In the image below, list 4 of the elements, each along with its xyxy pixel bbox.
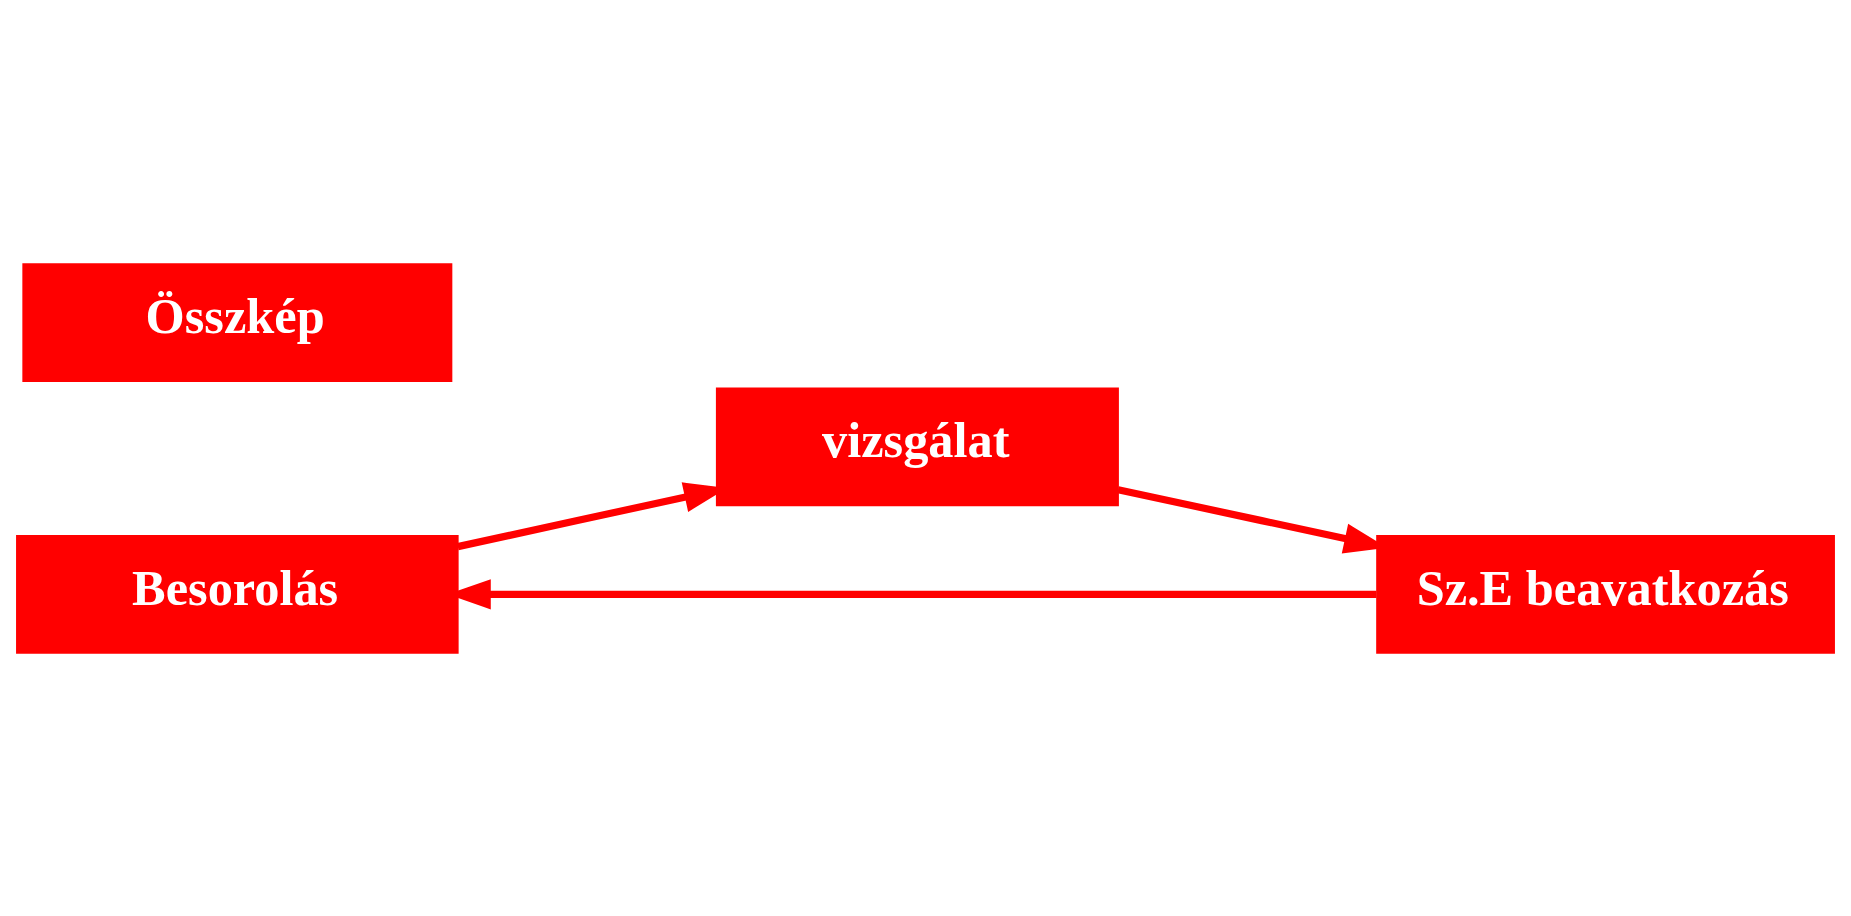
node-box: Sz.E beavatkozás: [1376, 534, 1835, 654]
node-box: Besorolás: [16, 534, 459, 654]
node-box: Összkép: [22, 262, 453, 382]
node-box: vizsgálat: [715, 386, 1119, 506]
